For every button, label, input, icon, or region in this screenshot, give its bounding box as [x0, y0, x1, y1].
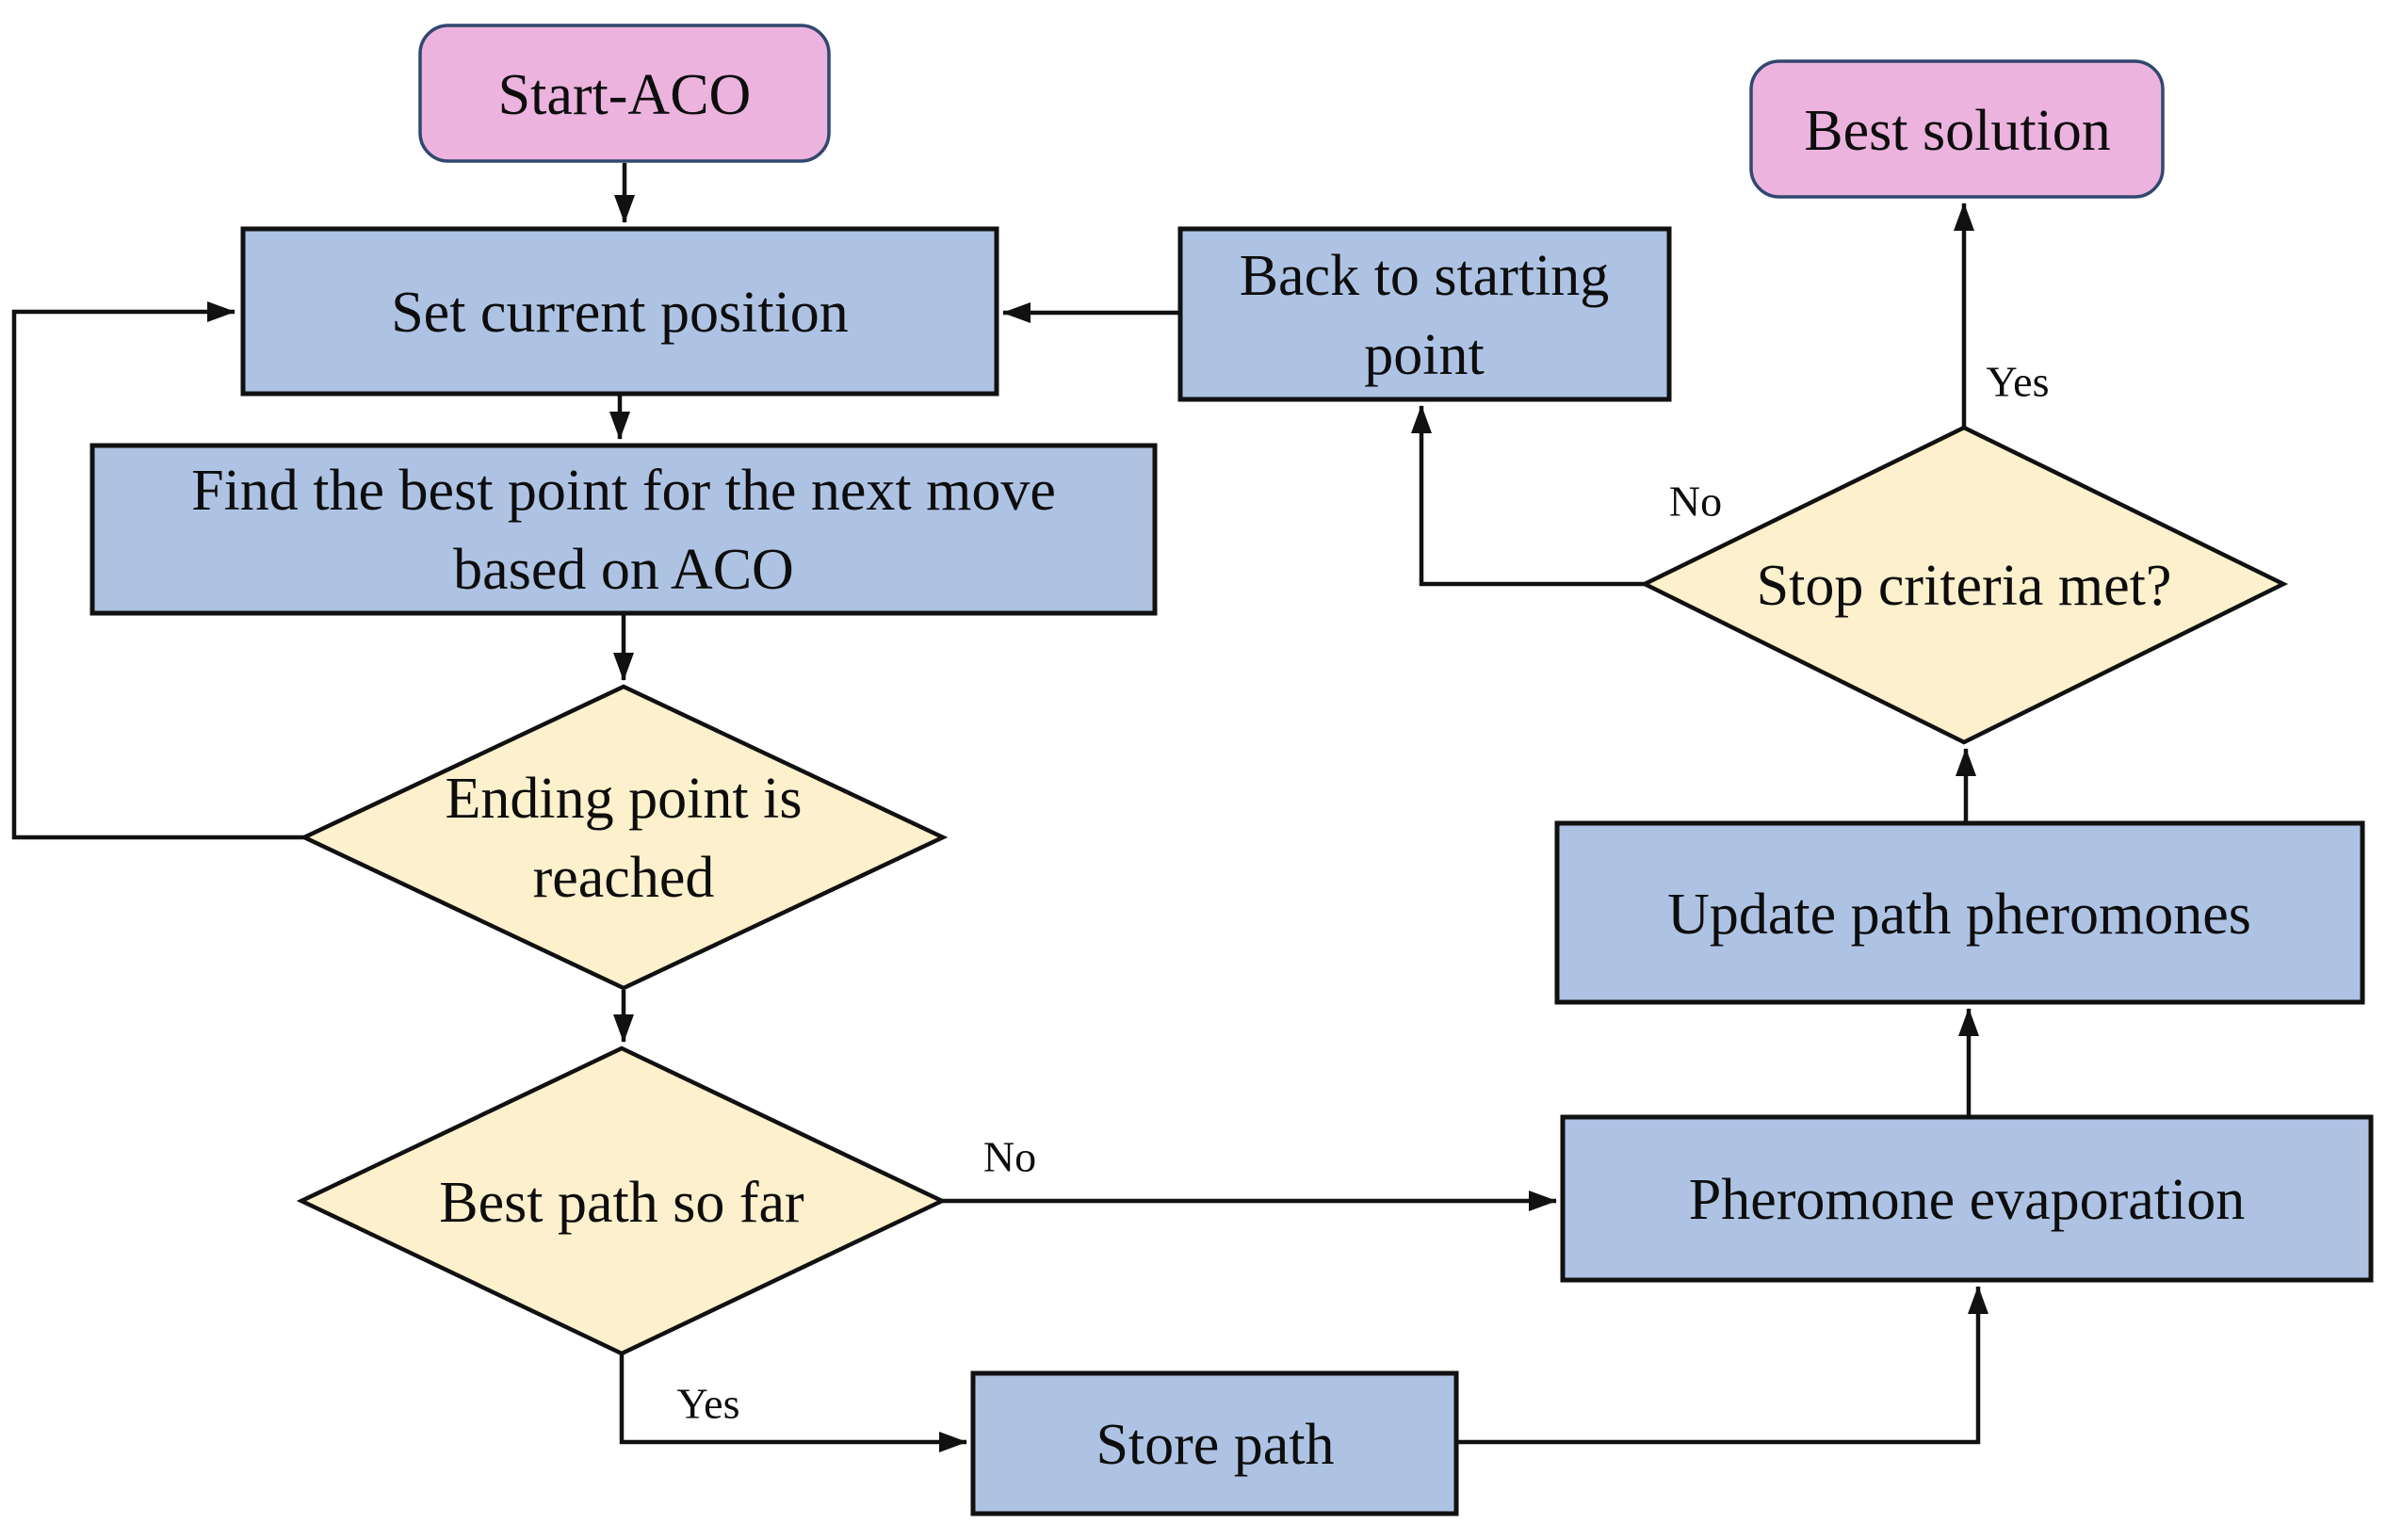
node-best-solution: Best solution — [1749, 59, 2165, 199]
node-set-current-position: Set current position — [240, 226, 999, 397]
store-path-label: Store path — [1096, 1413, 1334, 1477]
store-path-shape — [970, 1370, 1459, 1516]
ending-point-reached-label-line1: Ending point is — [446, 767, 803, 831]
back-to-starting-point-label-line2: point — [1364, 323, 1484, 387]
edge-label-bestpath-no: No — [983, 1133, 1036, 1181]
connector-ending-loop-to-set — [11, 301, 304, 840]
find-best-point-shape — [89, 443, 1158, 616]
node-update-path-pheromones: Update path pheromones — [1554, 820, 2365, 1005]
best-solution-terminal-label: Best solution — [1804, 99, 2111, 163]
ending-point-reached-shape — [299, 684, 949, 991]
edge-label-bestpath-yes: Yes — [677, 1380, 740, 1428]
node-ending-point-reached: Ending point is reached — [299, 684, 949, 991]
update-path-pheromones-shape — [1554, 820, 2365, 1005]
find-best-point-label-line1: Find the best point for the next move — [191, 459, 1056, 523]
connector-store-to-pheromone — [1456, 1286, 1988, 1445]
connector-bestpath-yes-to-store — [619, 1354, 967, 1452]
connector-stop-no-to-back — [1411, 405, 1645, 587]
node-pheromone-evaporation: Pheromone evaporation — [1560, 1114, 2374, 1283]
best-path-so-far-shape — [296, 1046, 948, 1356]
back-to-starting-point-label-line1: Back to starting — [1240, 244, 1610, 308]
node-start: Start-ACO — [418, 24, 831, 163]
start-terminal-shape — [418, 24, 831, 163]
stop-criteria-label: Stop criteria met? — [1757, 554, 2172, 618]
best-path-so-far-label: Best path so far — [439, 1171, 804, 1235]
pheromone-evaporation-shape — [1560, 1114, 2374, 1283]
edge-label-stop-no: No — [1669, 478, 1722, 526]
find-best-point-label-line2: based on ACO — [453, 538, 794, 602]
ending-point-reached-label-line2: reached — [533, 846, 715, 910]
pheromone-evaporation-label: Pheromone evaporation — [1689, 1168, 2246, 1232]
start-terminal-label: Start-ACO — [498, 63, 752, 127]
stop-criteria-shape — [1639, 425, 2289, 745]
node-find-best-point: Find the best point for the next move ba… — [89, 443, 1158, 616]
back-to-starting-point-shape — [1177, 226, 1672, 402]
node-best-path-so-far: Best path so far — [296, 1046, 948, 1356]
best-solution-terminal-shape — [1749, 59, 2165, 199]
node-store-path: Store path — [970, 1370, 1459, 1516]
update-path-pheromones-label: Update path pheromones — [1667, 883, 2251, 947]
node-stop-criteria: Stop criteria met? — [1639, 425, 2289, 745]
node-back-to-starting-point: Back to starting point — [1177, 226, 1672, 402]
edge-label-stop-yes: Yes — [1987, 358, 2050, 406]
set-current-position-label: Set current position — [391, 281, 849, 345]
set-current-position-shape — [240, 226, 999, 397]
